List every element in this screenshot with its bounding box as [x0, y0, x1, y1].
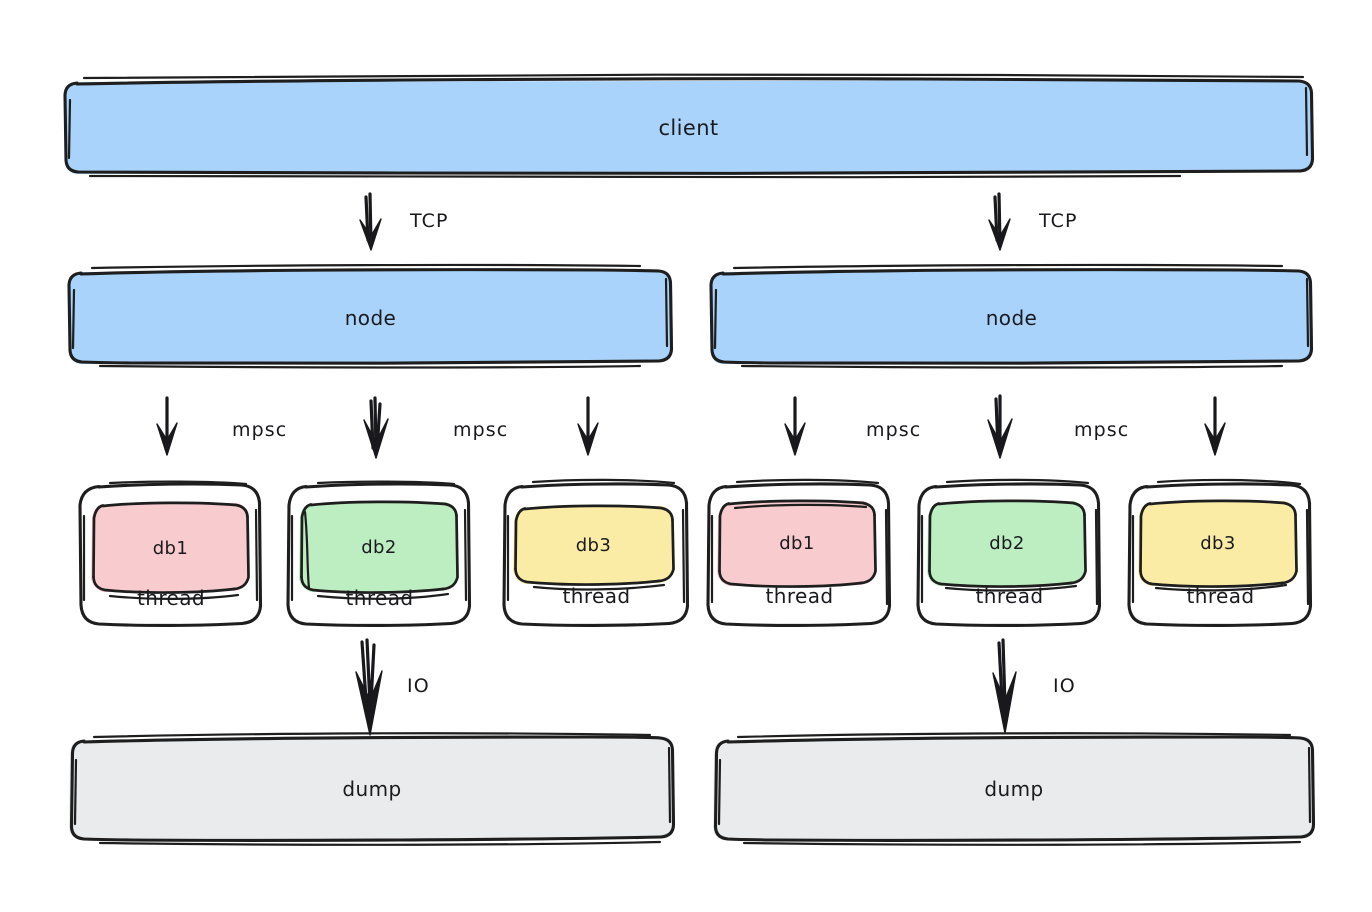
thread-box-left-2-shape [286, 480, 472, 627]
edge-label-mpsc-left-2: mpsc [453, 419, 509, 441]
client-node[interactable] [64, 78, 1313, 176]
node-right-box-shape [709, 263, 1314, 369]
thread-right-1[interactable] [706, 478, 892, 628]
arrow-io-right [992, 638, 1017, 734]
arrow-mpsc-right-2 [987, 394, 1013, 459]
dump-left-box-shape [69, 732, 676, 846]
node-right-node[interactable] [708, 266, 1315, 368]
thread-box-left-1-shape [78, 480, 263, 627]
dump-right-box-shape [713, 732, 1316, 846]
edge-label-mpsc-left-1: mpsc [232, 419, 288, 441]
edge-label-io-right: IO [1053, 675, 1076, 697]
arrow-mpsc-left-2 [363, 396, 389, 459]
arrow-mpsc-left-1 [156, 396, 178, 456]
dump-left-node[interactable] [68, 732, 676, 844]
thread-left-1[interactable] [78, 480, 263, 628]
edge-label-tcp-right: TCP [1039, 210, 1078, 232]
node-left-box-shape [67, 263, 674, 369]
thread-box-right-3-shape [1127, 478, 1313, 627]
thread-box-right-2-shape [916, 478, 1102, 627]
thread-left-2[interactable] [286, 480, 472, 628]
client-box-shape [63, 73, 1315, 179]
thread-box-right-1-shape [706, 478, 892, 627]
arrow-mpsc-right-3 [1204, 396, 1226, 456]
thread-right-2[interactable] [916, 478, 1102, 628]
arrow-tcp-right [988, 192, 1011, 251]
arrow-mpsc-left-3 [577, 396, 599, 456]
thread-left-3[interactable] [502, 478, 690, 628]
dump-right-node[interactable] [712, 732, 1317, 844]
edge-label-mpsc-right-1: mpsc [866, 419, 922, 441]
edge-label-tcp-left: TCP [410, 210, 449, 232]
thread-right-3[interactable] [1127, 478, 1313, 628]
arrow-mpsc-right-1 [784, 396, 806, 456]
thread-box-left-3-shape [502, 478, 690, 627]
edge-label-io-left: IO [407, 675, 430, 697]
edge-label-mpsc-right-2: mpsc [1074, 419, 1130, 441]
node-left-node[interactable] [66, 266, 673, 368]
arrow-tcp-left [359, 192, 382, 251]
arrow-io-left [355, 638, 383, 736]
